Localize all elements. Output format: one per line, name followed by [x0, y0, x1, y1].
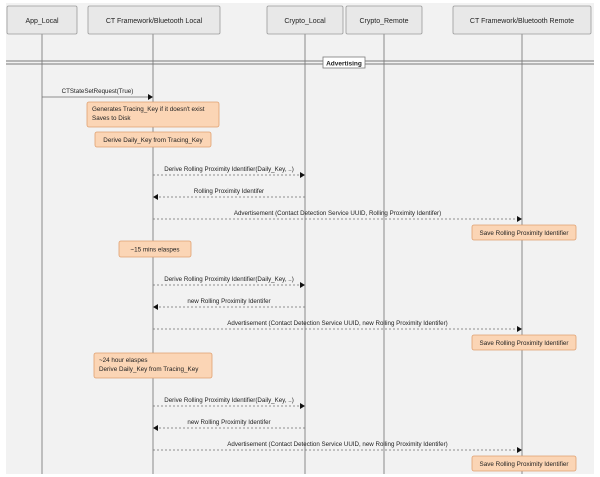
note-text: ~24 hour elaspes: [99, 357, 148, 364]
section-label-box: [322, 56, 366, 69]
message-label: Derive Rolling Proximity Identifier(Dail…: [164, 276, 294, 283]
note-text: Save Rolling Proximity Identifier: [480, 340, 569, 347]
note-text: Generates Tracing_Key if it doesn't exis…: [92, 106, 205, 113]
message-label: Advertisement (Contact Detection Service…: [234, 210, 441, 217]
participant-label: App_Local: [25, 18, 59, 25]
message: CTStateSetRequest(True): [42, 88, 153, 100]
participant-label: CT Framework/Bluetooth Local: [106, 18, 203, 25]
arrowhead-icon: [153, 194, 158, 200]
arrowhead-icon: [153, 425, 158, 431]
message: Advertisement (Contact Detection Service…: [153, 320, 522, 332]
note-text: ~15 mins elaspes: [130, 246, 179, 253]
note: Derive Daily_Key from Tracing_Key: [94, 131, 212, 148]
arrowhead-icon: [517, 216, 522, 222]
message: Rolling Proximity Identifer: [153, 188, 305, 200]
note-box: [86, 101, 220, 128]
participant-box: [266, 5, 344, 35]
message: Derive Rolling Proximity Identifier(Dail…: [153, 276, 305, 288]
note-text: Derive Daily_Key from Tracing_Key: [99, 366, 199, 373]
message-label: Rolling Proximity Identifer: [194, 188, 264, 195]
participant-label: CT Framework/Bluetooth Remote: [470, 18, 574, 25]
arrowhead-icon: [153, 304, 158, 310]
message: new Rolling Proximity Identifer: [153, 298, 305, 310]
note: Save Rolling Proximity Identifier: [471, 455, 577, 472]
message-label: new Rolling Proximity Identifer: [187, 419, 270, 426]
message-label: Derive Rolling Proximity Identifier(Dail…: [164, 397, 294, 404]
message-label: new Rolling Proximity Identifer: [187, 298, 270, 305]
note-box: [471, 455, 577, 472]
message: Advertisement (Contact Detection Service…: [153, 441, 522, 453]
arrowhead-icon: [300, 403, 305, 409]
note-box: [118, 240, 192, 258]
arrowhead-icon: [300, 172, 305, 178]
note-box: [93, 352, 213, 379]
section-divider: Advertising: [6, 56, 594, 69]
note: Save Rolling Proximity Identifier: [471, 334, 577, 351]
note-text: Derive Daily_Key from Tracing_Key: [103, 137, 203, 144]
participant-header: App_Local: [6, 5, 78, 35]
note-text: Save Rolling Proximity Identifier: [480, 230, 569, 237]
participant-box: [345, 5, 423, 35]
message-label: Advertisement (Contact Detection Service…: [227, 320, 447, 327]
note-box: [471, 224, 577, 241]
participant-box: [87, 5, 221, 35]
note: Generates Tracing_Key if it doesn't exis…: [86, 101, 220, 128]
arrowhead-icon: [517, 447, 522, 453]
participant-header: Crypto_Remote: [345, 5, 423, 35]
message: Derive Rolling Proximity Identifier(Dail…: [153, 166, 305, 178]
participant-header: CT Framework/Bluetooth Local: [87, 5, 221, 35]
note-text: Save Rolling Proximity Identifier: [480, 461, 569, 468]
message: Advertisement (Contact Detection Service…: [153, 210, 522, 222]
note-text: Saves to Disk: [92, 115, 131, 122]
participant-label: Crypto_Local: [284, 18, 326, 25]
arrowhead-icon: [517, 326, 522, 332]
participant-header: CT Framework/Bluetooth Remote: [452, 5, 592, 35]
note-box: [471, 334, 577, 351]
note: Save Rolling Proximity Identifier: [471, 224, 577, 241]
arrowhead-icon: [300, 282, 305, 288]
message: Derive Rolling Proximity Identifier(Dail…: [153, 397, 305, 409]
participant-headers: App_Local CT Framework/Bluetooth Local Cry…: [6, 5, 592, 35]
participant-label: Crypto_Remote: [359, 18, 408, 25]
section-label: Advertising: [326, 61, 362, 68]
participant-box: [452, 5, 592, 35]
message: new Rolling Proximity Identifer: [153, 419, 305, 431]
diagram-events: CTStateSetRequest(True) Generates Tracing…: [42, 88, 577, 472]
message-label: Advertisement (Contact Detection Service…: [227, 441, 447, 448]
note-box: [94, 131, 212, 148]
participant-box: [6, 5, 78, 35]
note: ~15 mins elaspes: [118, 240, 192, 258]
message-label: CTStateSetRequest(True): [62, 88, 134, 95]
arrowhead-icon: [148, 94, 153, 100]
participant-header: Crypto_Local: [266, 5, 344, 35]
message-label: Derive Rolling Proximity Identifier(Dail…: [164, 166, 294, 173]
